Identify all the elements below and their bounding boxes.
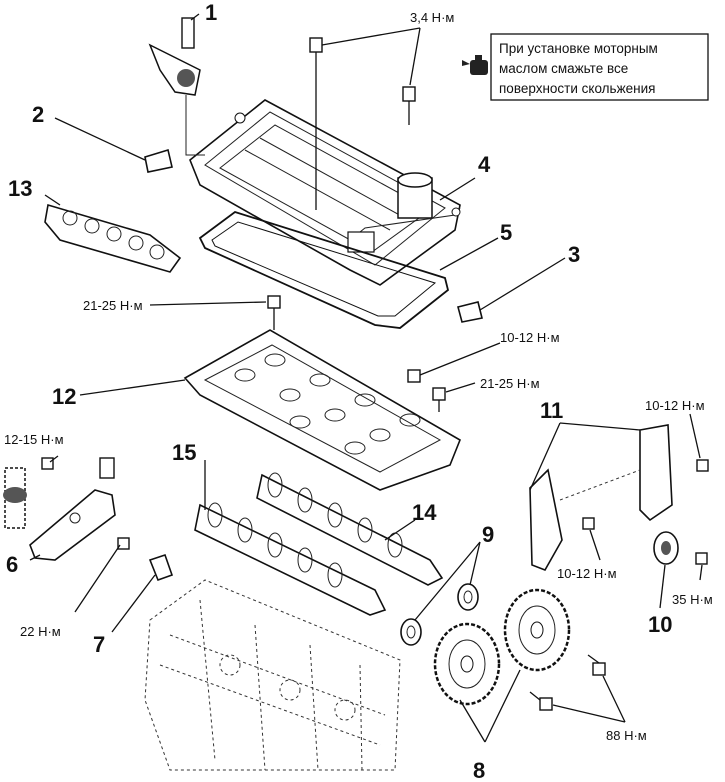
torque-label: 3,4 Н·м xyxy=(410,10,454,25)
camshaft-bearing-cap xyxy=(183,295,461,491)
camshaft-sprockets xyxy=(433,588,606,711)
callout-15: 15 xyxy=(172,440,196,465)
timing-belt-cover xyxy=(529,424,709,571)
torque-label: 21-25 Н·м xyxy=(83,298,143,313)
callout-13: 13 xyxy=(8,176,32,201)
oil-can-icon xyxy=(462,55,488,75)
idler-pulley xyxy=(653,531,708,565)
callout-8: 8 xyxy=(473,758,485,782)
note-line-1: При установке моторным xyxy=(499,41,658,56)
valve-cover-gasket xyxy=(198,211,450,329)
seal-2 xyxy=(144,148,173,173)
torque-label: 21-25 Н·м xyxy=(480,376,540,391)
callout-5: 5 xyxy=(500,220,512,245)
torque-label: 10-12 Н·м xyxy=(645,398,705,413)
cam-position-sensor-bracket xyxy=(3,457,174,582)
torque-label: 12-15 Н·м xyxy=(4,432,64,447)
seal-3 xyxy=(457,301,483,323)
torque-label: 35 Н·м xyxy=(672,592,713,607)
leader-lines xyxy=(29,13,703,743)
cylinder-block xyxy=(144,579,401,771)
callout-1: 1 xyxy=(205,0,217,25)
callout-2: 2 xyxy=(32,102,44,127)
intake-camshaft xyxy=(256,472,444,586)
oil-control-valve xyxy=(148,17,205,156)
callout-9: 9 xyxy=(482,522,494,547)
note-line-3: поверхности скольжения xyxy=(499,81,655,96)
exhaust-camshaft xyxy=(194,502,387,616)
callout-11: 11 xyxy=(540,398,563,423)
note-line-2: маслом смажьте все xyxy=(499,61,628,76)
callout-3: 3 xyxy=(568,242,580,267)
valve-cover xyxy=(189,99,461,286)
torque-label: 88 Н·м xyxy=(606,728,647,743)
torque-label: 22 Н·м xyxy=(20,624,61,639)
torque-label: 10-12 Н·м xyxy=(500,330,560,345)
callout-4: 4 xyxy=(478,152,491,177)
callout-14: 14 xyxy=(412,500,437,525)
torque-label: 10-12 Н·м xyxy=(557,566,617,581)
cover-bolts xyxy=(309,37,416,210)
camshaft-oil-seals xyxy=(400,583,479,646)
callout-12: 12 xyxy=(52,384,76,409)
callout-7: 7 xyxy=(93,632,105,657)
spark-plug-gasket xyxy=(44,203,182,273)
lubrication-note: При установке моторным маслом смажьте вс… xyxy=(462,33,709,101)
callout-6: 6 xyxy=(6,552,18,577)
callout-10: 10 xyxy=(648,612,672,637)
